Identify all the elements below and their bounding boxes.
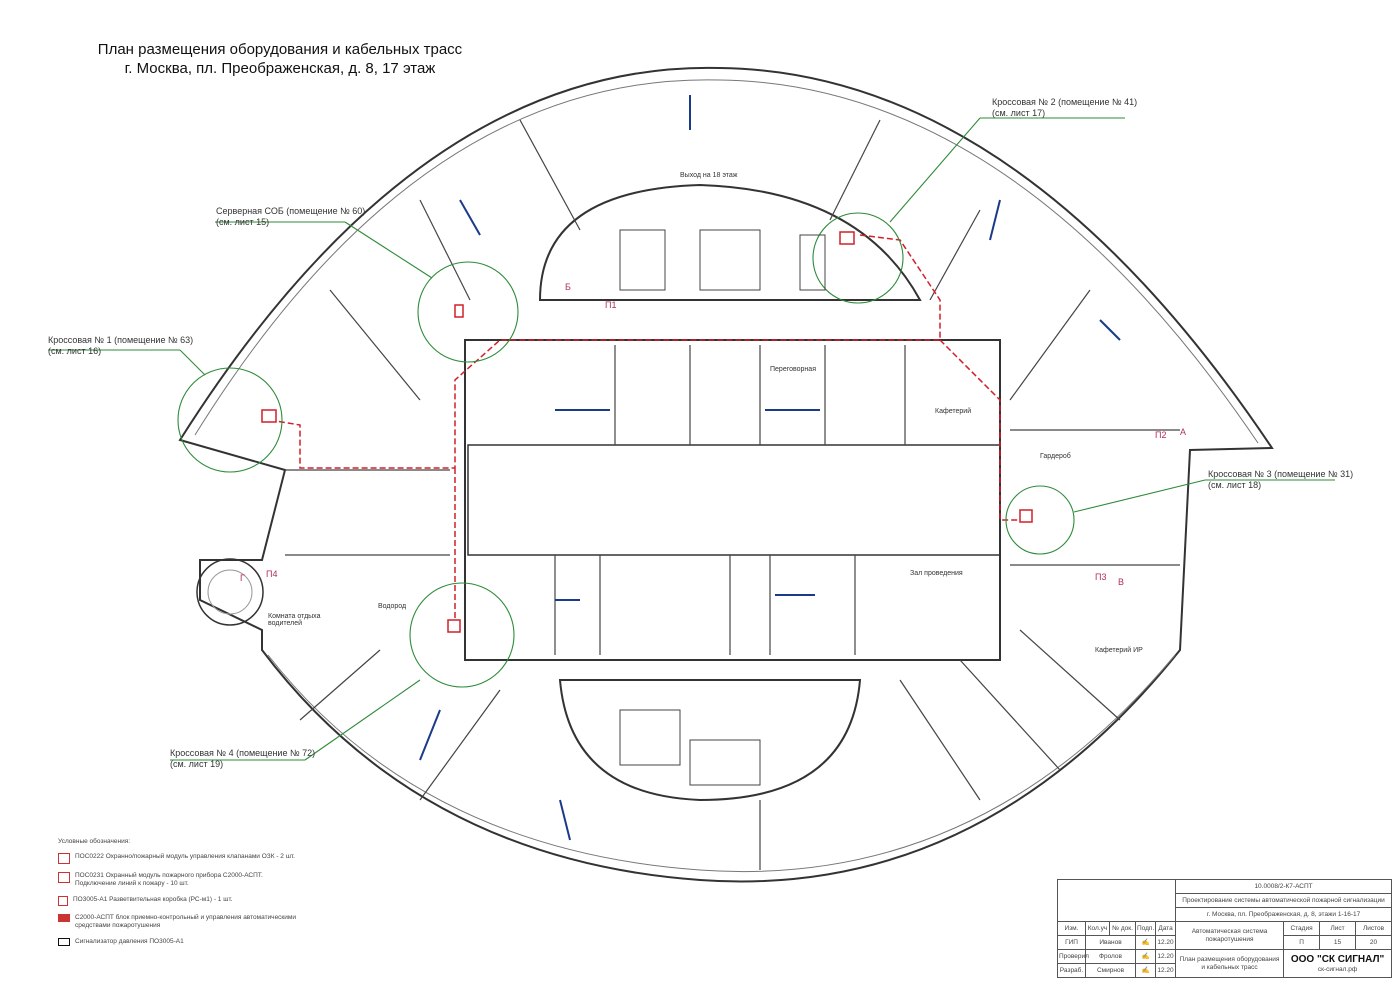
callout-cross-4: Кроссовая № 4 (помещение № 72)(см. лист …	[170, 748, 315, 770]
junction-box-icon	[58, 896, 68, 906]
legend-text: ПОС0231 Охранный модуль пожарного прибор…	[75, 872, 263, 887]
sheet-label: Лист	[1319, 921, 1357, 936]
doc-code: 10.0008/2-К7-АСПТ	[1175, 879, 1393, 894]
signature: ✍	[1135, 949, 1156, 964]
callout-name: Кроссовая № 2 (помещение № 41)	[992, 97, 1138, 107]
equipment-marks	[261, 231, 1033, 633]
hdr-sign: Подп.	[1135, 921, 1156, 936]
tag-b: Б	[565, 282, 571, 292]
building-outline	[178, 66, 1274, 883]
tag-a: А	[1180, 427, 1187, 437]
company-site: ск-сигнал.рф	[1317, 965, 1358, 973]
control-unit-icon	[58, 914, 70, 922]
legend-text: Сигнализатор давления ПО3005-А1	[75, 938, 184, 945]
page-title: План размещения оборудования и кабельных…	[60, 40, 500, 78]
stage: П	[1283, 935, 1321, 950]
room-meeting: Переговорная	[770, 366, 816, 373]
role: ГИП	[1057, 935, 1086, 950]
hdr-count: Кол.уч	[1085, 921, 1110, 936]
title-line-2: г. Москва, пл. Преображенская, д. 8, 17 …	[124, 60, 436, 77]
legend-item: ПОС0222 Охранно/пожарный модуль управлен…	[58, 853, 298, 864]
sheets-count: 20	[1355, 935, 1393, 950]
room-hall: Зал проведения	[910, 570, 963, 577]
room-cafeteria: Кафетерий	[935, 408, 972, 415]
person: Смирнов	[1085, 963, 1136, 978]
callout-name: Серверная СОБ (помещение № 60)	[216, 206, 366, 216]
legend-item: ПОС0231 Охранный модуль пожарного прибор…	[58, 872, 298, 888]
callout-cross-2: Кроссовая № 2 (помещение № 41)(см. лист …	[992, 97, 1137, 119]
callout-name: Кроссовая № 3 (помещение № 31)	[1208, 469, 1354, 479]
legend: Условные обозначения: ПОС0222 Охранно/по…	[58, 838, 298, 954]
person: Фролов	[1085, 949, 1136, 964]
room-cafeteria-ir: Кафетерий ИР	[1095, 647, 1143, 654]
legend-item: Сигнализатор давления ПО3005-А1	[58, 938, 298, 946]
outer-window-line	[194, 79, 1259, 444]
tag-p2: П2	[1155, 430, 1167, 440]
legend-text: ПО3005-А1 Разветвительная коробка (РС-м1…	[73, 896, 233, 903]
callout-ref: (см. лист 15)	[216, 217, 270, 227]
title-line-1: План размещения оборудования и кабельных…	[97, 41, 463, 58]
module-icon	[58, 872, 70, 883]
date: 12.20	[1154, 963, 1177, 978]
central-block	[464, 339, 1001, 661]
hdr-date: Дата	[1154, 921, 1177, 936]
hdr-doc: № док.	[1109, 921, 1136, 936]
core-top	[538, 183, 922, 301]
callout-cross-3: Кроссовая № 3 (помещение № 31)(см. лист …	[1208, 469, 1353, 491]
sheets-label: Листов	[1355, 921, 1393, 936]
room-exit: Выход на 18 этаж	[680, 172, 738, 179]
callout-circles	[48, 117, 1335, 761]
legend-header: Условные обозначения:	[58, 838, 131, 845]
room-storage: Водород	[378, 603, 407, 610]
callout-name: Кроссовая № 1 (помещение № 63)	[48, 335, 194, 345]
person: Иванов	[1085, 935, 1136, 950]
legend-text: С2000-АСПТ блок приемно-контрольный и уп…	[75, 914, 297, 929]
tag-p4: П4	[266, 569, 278, 579]
tag-v: В	[1118, 577, 1125, 587]
role: Разраб.	[1057, 963, 1086, 978]
callout-ref: (см. лист 19)	[170, 759, 224, 769]
doors	[419, 95, 1121, 841]
callout-cross-1: Кроссовая № 1 (помещение № 63)(см. лист …	[48, 335, 193, 357]
sheet: 15	[1319, 935, 1357, 950]
company-name: ООО "СК СИГНАЛ"	[1290, 953, 1385, 965]
signature: ✍	[1135, 935, 1156, 950]
module-icon	[58, 853, 70, 864]
stair-left	[196, 558, 264, 626]
callout-ref: (см. лист 16)	[48, 346, 102, 356]
role: Проверил	[1057, 949, 1089, 964]
callout-server: Серверная СОБ (помещение № 60)(см. лист …	[216, 206, 365, 228]
system-name: Автоматическая система пожаротушения	[1175, 921, 1285, 950]
core-bottom	[558, 679, 862, 802]
legend-item: С2000-АСПТ блок приемно-контрольный и уп…	[58, 914, 298, 930]
central-corridor	[467, 444, 1001, 556]
date: 12.20	[1154, 949, 1177, 964]
tag-p3: П3	[1095, 572, 1107, 582]
room-wardrobe: Гардероб	[1040, 453, 1071, 460]
partitions	[285, 119, 1180, 870]
project-name: Проектирование системы автоматической по…	[1175, 893, 1393, 908]
outer-window-line-bottom	[267, 654, 1176, 873]
stage-label: Стадия	[1283, 921, 1321, 936]
legend-text: ПОС0222 Охранно/пожарный модуль управлен…	[75, 853, 295, 860]
pressure-switch-icon	[58, 938, 70, 946]
signature: ✍	[1135, 963, 1156, 978]
room-drivers: Комната отдыха водителей	[268, 613, 321, 627]
sheet-title: План размещения оборудования и кабельных…	[1175, 949, 1285, 978]
legend-item: ПО3005-А1 Разветвительная коробка (РС-м1…	[58, 896, 298, 906]
callout-ref: (см. лист 18)	[1208, 480, 1262, 490]
title-block: 10.0008/2-К7-АСПТ Проектирование системы…	[1056, 879, 1393, 978]
company-cell: ООО "СК СИГНАЛ" ск-сигнал.рф	[1283, 949, 1393, 978]
tag-p1: П1	[605, 300, 617, 310]
callout-ref: (см. лист 17)	[992, 108, 1046, 118]
project-address: г. Москва, пл. Преображенская, д. 8, эта…	[1175, 907, 1393, 922]
tag-g: Г	[240, 573, 245, 583]
hdr-change: Изм.	[1057, 921, 1086, 936]
lift-shafts	[619, 229, 826, 786]
date: 12.20	[1154, 935, 1177, 950]
callout-name: Кроссовая № 4 (помещение № 72)	[170, 748, 316, 758]
